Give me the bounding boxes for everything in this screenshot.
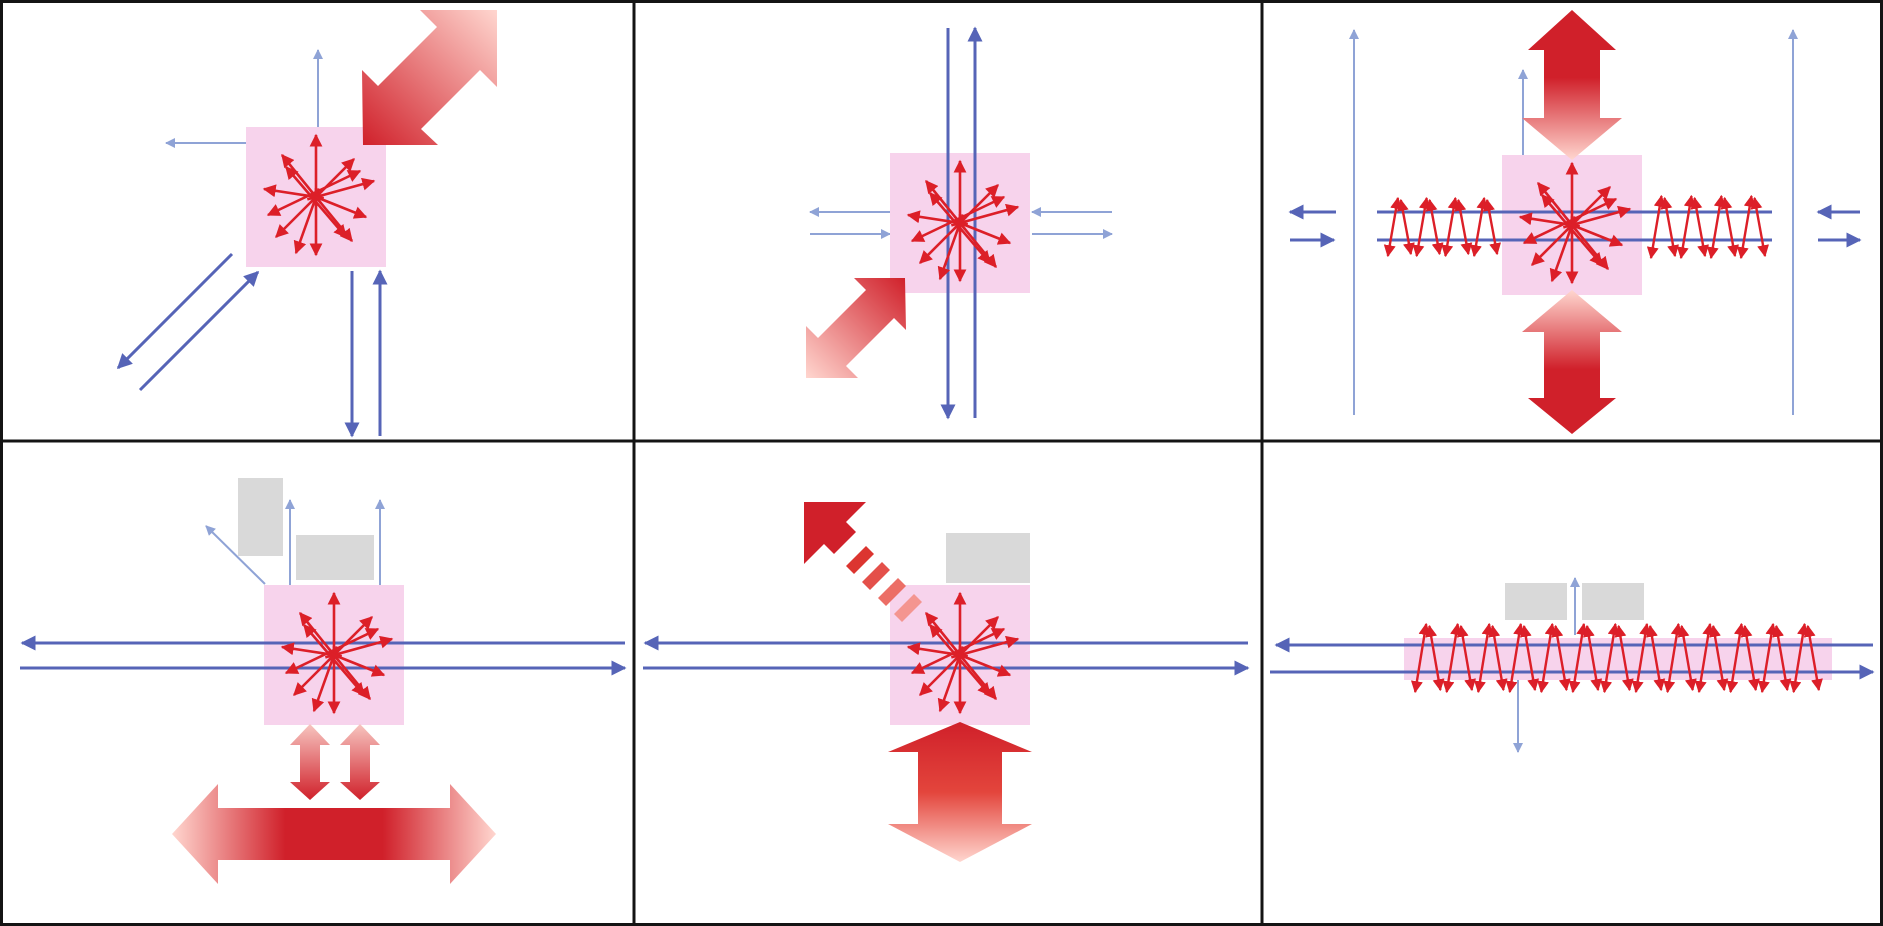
band-scatter-zigzag [1410, 622, 1823, 694]
dashed-output-arrow [804, 502, 922, 622]
beam-thin-diag [205, 525, 266, 585]
scatter-zig-ray [1631, 622, 1652, 694]
scatter-zig-ray [1709, 624, 1729, 692]
scatter-zig-ray [1396, 198, 1415, 256]
scatter-zig-ray [1772, 624, 1792, 692]
scatter-zig-ray [1442, 622, 1462, 694]
scatter-zig-ray [1582, 624, 1603, 692]
scatter-zig-ray [1425, 624, 1445, 692]
scatter-zig-ray [1726, 622, 1746, 694]
scatter-zig-ray [1694, 622, 1715, 694]
scatter-zig-ray [1660, 196, 1679, 258]
scatter-zig-ray [1646, 624, 1666, 692]
scatter-zig-ray [1488, 624, 1508, 692]
scatter-zig-ray [1736, 194, 1756, 260]
scatter-zig-ray [1470, 196, 1489, 258]
scatter-zig-ray [1537, 622, 1557, 694]
scatter-zig-ray [1706, 194, 1726, 260]
scatter-star [262, 133, 376, 257]
scatter-zig-ray [1551, 624, 1571, 692]
scatter-zig-ray [1474, 622, 1494, 694]
scatter-zig-ray [1412, 196, 1431, 258]
panel-2 [806, 26, 1113, 420]
panel-3 [1288, 10, 1862, 434]
pump-double-arrow [362, 10, 497, 145]
scatter-ray [285, 166, 347, 238]
detector [1582, 583, 1644, 620]
detector [1505, 583, 1567, 620]
scatter-zig-ray [1441, 196, 1460, 258]
scatter-zig-ray [1676, 194, 1696, 260]
scatter-zig-ray [1456, 624, 1477, 692]
scatter-zig-ray [1454, 198, 1473, 256]
scatter-star [906, 159, 1020, 283]
scatter-zig-ray [1568, 622, 1589, 694]
scatter-zig-ray [1410, 622, 1431, 694]
scatter-zig-ray [1757, 622, 1778, 694]
scatter-zig-ray [1483, 198, 1502, 256]
panel-5 [643, 502, 1250, 862]
scatter-zig-ray [1614, 624, 1634, 692]
scatter-zig-ray [1663, 622, 1683, 694]
panel-4 [20, 478, 627, 884]
scatter-star [280, 591, 394, 715]
scatter-ray [1541, 194, 1603, 266]
guide-scatter-zigzag [1646, 194, 1769, 260]
pump-double-arrow [806, 278, 906, 378]
pump-arrow-bottom [1522, 290, 1622, 434]
scatter-ray [303, 624, 365, 696]
beam-diagonal-out [116, 252, 234, 370]
scatter-zig-ray [1740, 624, 1760, 692]
panel-1 [116, 10, 497, 438]
detector [238, 478, 283, 556]
scatter-zig-ray [1425, 198, 1444, 256]
scatter-ray [929, 192, 991, 264]
pump-arrow-top [1522, 10, 1622, 160]
scatter-star [1518, 161, 1632, 285]
scatter-zig-ray [1646, 194, 1666, 260]
beam-diagonal-in [138, 270, 260, 392]
scatter-zig-ray [1519, 624, 1540, 692]
pump-arrow-small-b [340, 724, 380, 800]
guide-scatter-zigzag [1383, 196, 1502, 258]
scatter-zig-ray [1383, 196, 1403, 258]
scatter-zig-ray [1677, 624, 1697, 692]
scatter-ray [929, 624, 991, 696]
detector [946, 533, 1030, 583]
scatter-zig-ray [1600, 622, 1620, 694]
scatter-zig-ray [1720, 196, 1739, 258]
panel-6 [1270, 577, 1875, 753]
scatter-star [906, 591, 1020, 715]
scatter-zig-ray [1803, 624, 1823, 692]
scatter-zig-ray [1750, 196, 1769, 258]
pump-arrow-big [888, 722, 1032, 862]
scatter-zig-ray [1789, 622, 1809, 694]
pump-arrow-wide [172, 784, 496, 884]
detector [296, 535, 374, 580]
scatter-zig-ray [1690, 196, 1709, 258]
pump-arrow-small-a [290, 724, 330, 800]
scatter-zig-ray [1505, 622, 1525, 694]
